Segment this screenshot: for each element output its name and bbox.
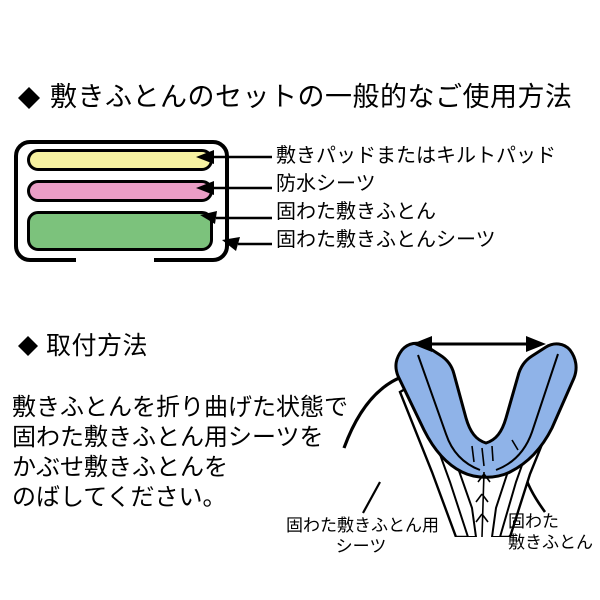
callout-futon-line-2: 敷きふとん	[508, 533, 593, 553]
install-section-heading: 取付方法	[18, 333, 148, 358]
layer-stack-diagram	[14, 140, 229, 266]
folded-futon-illustration	[372, 322, 600, 537]
layer-label-list: 敷きパッドまたはキルトパッド 防水シーツ 固わた敷きふとん 固わた敷きふとんシー…	[276, 142, 596, 254]
futon-stitch-marks	[475, 471, 491, 537]
callout-sheet-label: 固わた敷きふとん用 シーツ	[286, 516, 439, 558]
layer-shape-pad	[27, 149, 213, 171]
layer-label-waterproof: 防水シーツ	[276, 171, 376, 195]
install-line-2: 固わた敷きふとん用シーツを	[12, 423, 324, 451]
leader-line-outer-sheet	[222, 237, 272, 251]
callout-sheet-line-1: 固わた敷きふとん用	[286, 516, 439, 536]
futon-sheet-shape	[394, 341, 578, 479]
double-headed-arrow-icon	[412, 336, 546, 352]
layer-label-pad: 敷きパッドまたはキルトパッド	[276, 143, 556, 167]
install-instructions: 敷きふとんを折り曲げた状態で 固わた敷きふとん用シーツを かぶせ敷きふとんを の…	[12, 392, 348, 512]
install-heading-text: 取付方法	[46, 331, 149, 360]
install-line-4: のばしてください。	[12, 483, 227, 511]
usage-heading-text: 敷きふとんのセットの一般的なご使用方法	[50, 82, 573, 113]
diamond-bullet-icon	[18, 326, 38, 356]
install-line-3: かぶせ敷きふとんを	[12, 453, 228, 481]
layer-shape-waterproof	[27, 180, 213, 202]
install-line-1: 敷きふとんを折り曲げた状態で	[12, 393, 348, 421]
diamond-bullet-icon	[18, 76, 40, 109]
layer-shape-futon	[27, 211, 213, 251]
layer-label-outer-sheet: 固わた敷きふとんシーツ	[276, 227, 496, 251]
usage-section-heading: 敷きふとんのセットの一般的なご使用方法	[18, 84, 573, 111]
sheet-opening-gap	[76, 258, 154, 266]
callout-futon-label: 固わた 敷きふとん	[508, 512, 593, 554]
callout-sheet-line-2: シーツ	[335, 537, 387, 557]
layer-label-futon: 固わた敷きふとん	[276, 199, 436, 223]
callout-futon-line-1: 固わた	[508, 512, 559, 532]
